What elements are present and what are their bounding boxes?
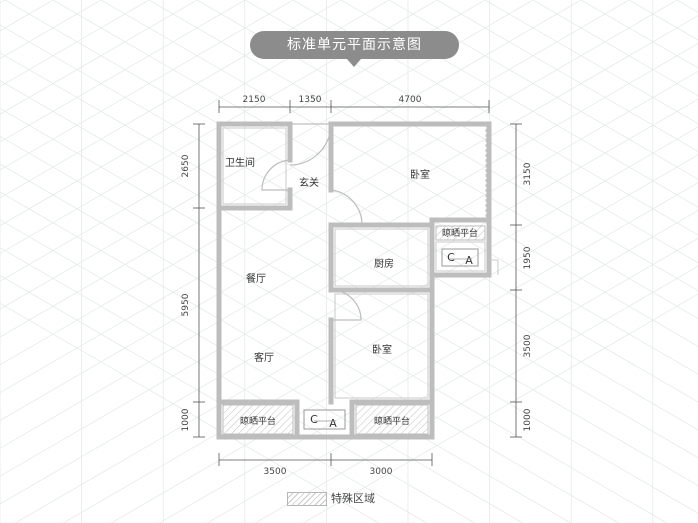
dim-right-1: 3150 — [523, 162, 533, 185]
room-label-balcony-left: 晾晒平台 — [240, 415, 276, 427]
dim-bottom-2: 3000 — [370, 467, 393, 477]
room-label-balcony-small: 晾晒平台 — [442, 227, 478, 239]
legend-special-area-label: 特殊区域 — [331, 492, 375, 505]
floor-plan-thin-lines — [222, 124, 499, 399]
ac-units — [303, 248, 479, 430]
room-label-entrance: 玄关 — [299, 176, 319, 189]
ac-unit-bottom-a: A — [329, 417, 337, 430]
room-label-living: 客厅 — [254, 351, 274, 364]
dimension-lines — [193, 100, 522, 466]
ac-unit-side-c: C — [447, 251, 455, 264]
room-label-kitchen: 厨房 — [374, 257, 394, 270]
dim-bottom-1: 3500 — [264, 467, 287, 477]
dim-left-2: 5950 — [181, 293, 191, 316]
dim-top-1: 2150 — [243, 95, 266, 105]
dim-right-2: 1950 — [523, 246, 533, 269]
dim-left-3: 1000 — [181, 408, 191, 431]
ac-unit-side-a: A — [465, 254, 473, 267]
dim-right-3: 3500 — [523, 334, 533, 357]
balcony-right-hatch — [355, 404, 429, 435]
balcony-left-hatch — [222, 404, 294, 435]
dim-right-4: 1000 — [523, 408, 533, 431]
ac-unit-labels: C A C A — [310, 251, 473, 430]
ac-unit-side-box — [441, 248, 479, 267]
room-label-bedroom-top: 卧室 — [410, 168, 430, 181]
dim-top-3: 4700 — [399, 95, 422, 105]
door-swings — [261, 123, 363, 321]
legend-hatch-swatch — [287, 492, 327, 506]
balcony-small-hatch — [435, 225, 486, 241]
room-labels: 卫生间 玄关 卧室 晾晒平台 厨房 餐厅 客厅 卧室 晾晒平台 晾晒平台 — [225, 156, 478, 427]
room-label-balcony-right: 晾晒平台 — [374, 415, 410, 427]
dim-top-2: 1350 — [299, 95, 322, 105]
room-label-bedroom-bottom: 卧室 — [372, 343, 392, 356]
dim-left-1: 2650 — [181, 154, 191, 177]
page-title: 标准单元平面示意图 — [250, 31, 459, 59]
room-label-dining: 餐厅 — [246, 272, 266, 285]
ac-unit-bottom-box — [303, 409, 346, 430]
room-label-bathroom: 卫生间 — [225, 156, 255, 169]
ac-unit-bottom-c: C — [310, 413, 318, 426]
special-areas — [222, 225, 486, 435]
dimension-labels: 2150 1350 4700 3500 3000 2650 5950 1000 … — [181, 95, 533, 477]
floor-plan-walls — [216, 121, 492, 440]
